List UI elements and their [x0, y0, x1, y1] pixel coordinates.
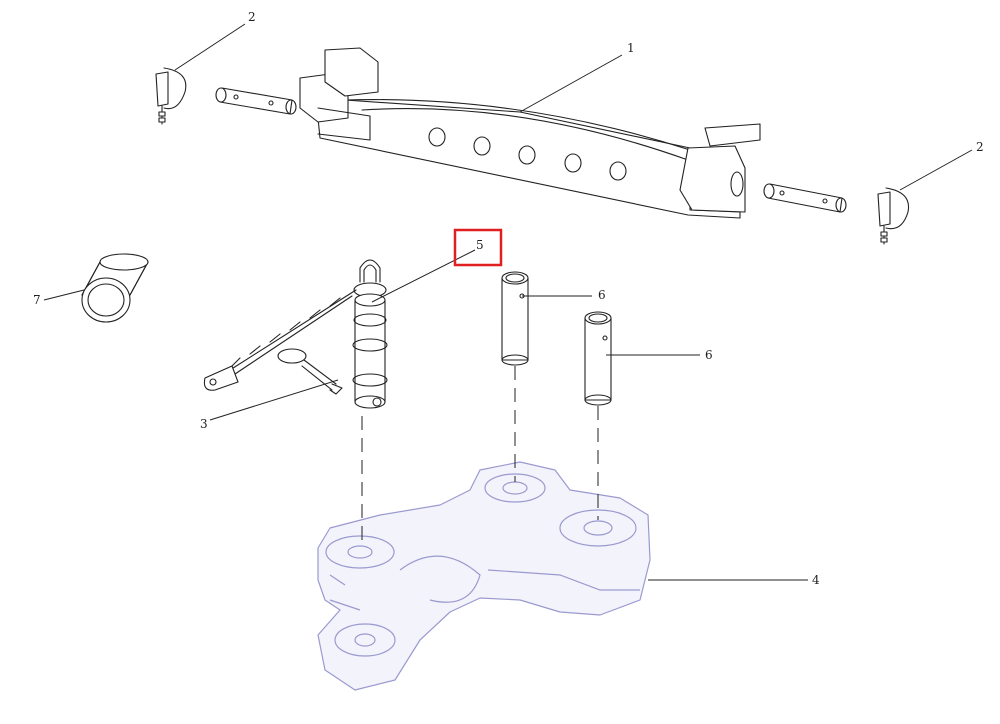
- pin-upper-part[interactable]: [501, 271, 529, 366]
- callouts: 1 2 2 3 4 5 6 6 7: [33, 10, 984, 587]
- bushing-part[interactable]: [81, 253, 149, 323]
- retaining-clip-part[interactable]: [301, 359, 343, 395]
- callout-swivel-clevis: 4: [812, 573, 820, 587]
- lynch-pin-left-part[interactable]: [155, 67, 187, 125]
- callout-lynch-pin-right: 2: [976, 140, 984, 154]
- drawbar-pin-right[interactable]: [763, 183, 847, 213]
- callout-hitch-pin: 5: [476, 238, 484, 252]
- selected-callout-highlight: [453, 228, 503, 267]
- leader-lines: [43, 23, 973, 581]
- assembly-lines: [361, 366, 599, 545]
- callout-drawbar: 1: [627, 41, 635, 55]
- pin-lower-part[interactable]: [584, 311, 612, 406]
- hitch-pin-part[interactable]: [203, 259, 388, 409]
- lynch-pin-right-part[interactable]: [877, 187, 910, 245]
- drawbar-part[interactable]: [299, 47, 761, 219]
- callout-lynch-pin-left: 2: [248, 10, 256, 24]
- swivel-clevis-part[interactable]: [317, 461, 651, 691]
- callout-pin-lower: 6: [705, 348, 713, 362]
- callout-pin-upper: 6: [598, 288, 606, 302]
- callout-bushing: 7: [33, 293, 41, 307]
- callout-retaining-clip: 3: [200, 417, 208, 431]
- drawbar-pin-left[interactable]: [215, 87, 297, 115]
